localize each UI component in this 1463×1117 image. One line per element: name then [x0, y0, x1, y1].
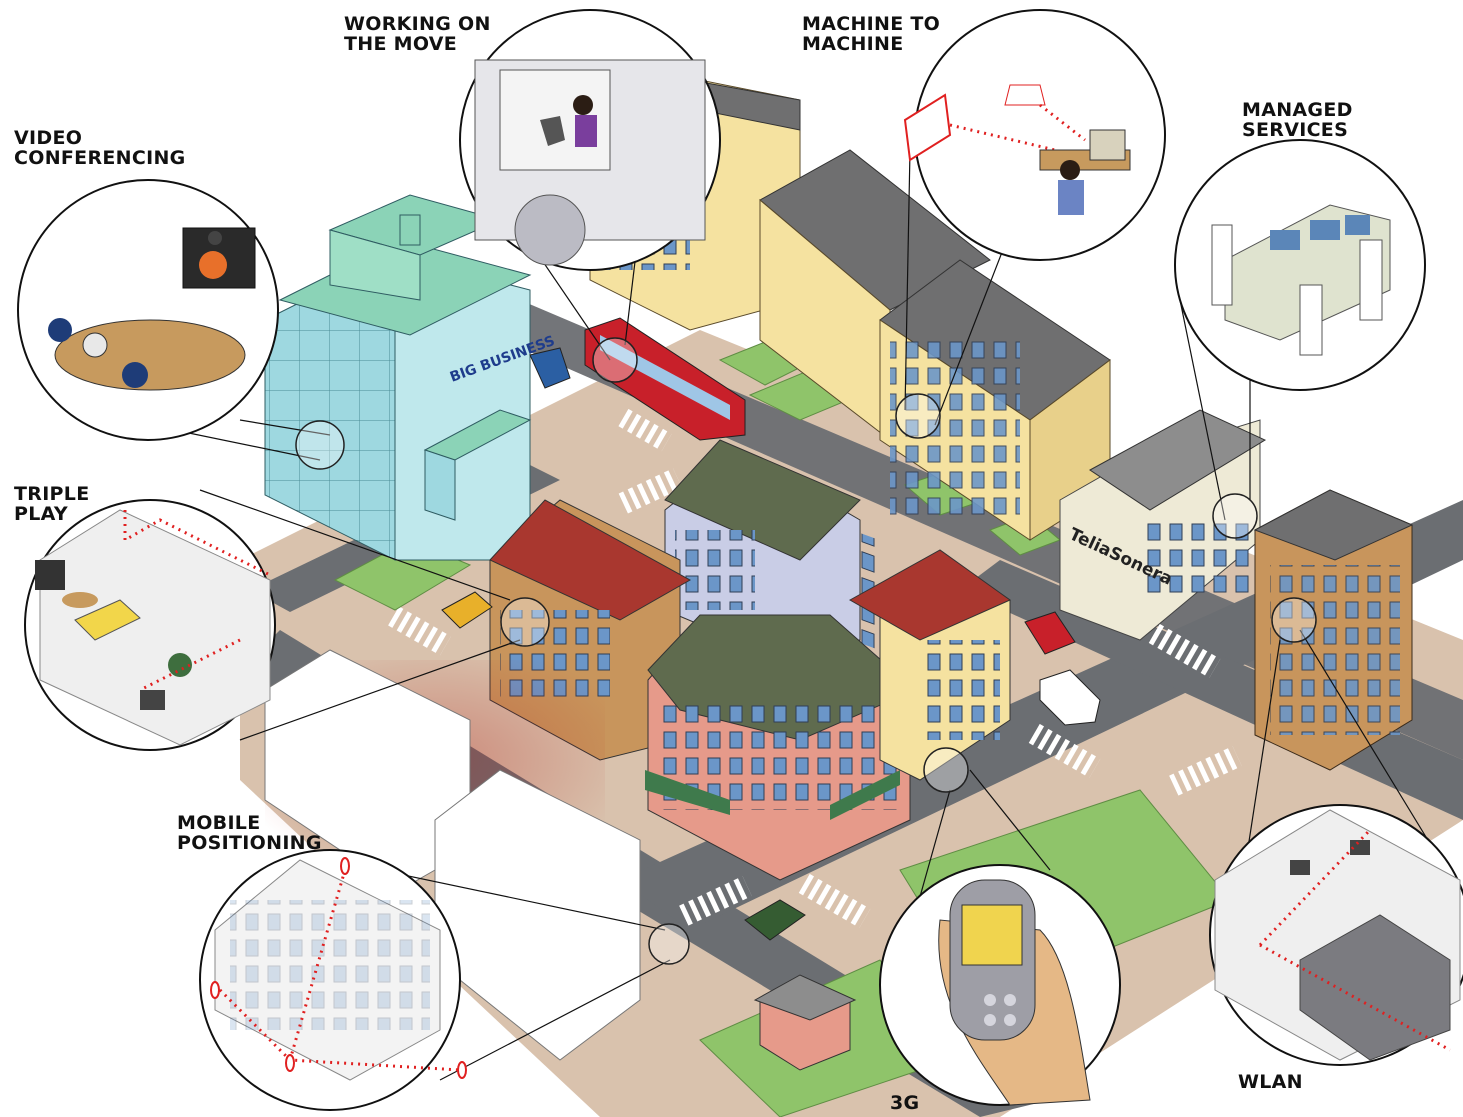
- location-pin-icon: [457, 1061, 467, 1079]
- red-roof-building-right: [848, 549, 1012, 781]
- callout-video-conferencing: [17, 179, 279, 441]
- bus-icon: [584, 317, 746, 441]
- laptop-icon: [540, 116, 565, 146]
- label-wlan: WLAN: [1238, 1071, 1303, 1093]
- monitor-icon: [1089, 129, 1126, 161]
- callout-triple-play: [24, 499, 276, 751]
- taxi-icon: [441, 591, 493, 629]
- car-icon: [529, 347, 571, 389]
- monitor-icon: [1290, 860, 1310, 875]
- location-pin-icon: [340, 857, 350, 875]
- sofa-icon: [74, 599, 141, 641]
- lamp-icon: [1004, 84, 1046, 106]
- location-pin-icon: [210, 981, 220, 999]
- brown-tower: [1253, 489, 1414, 771]
- teliasonera-building: TeliaSonera: [1059, 409, 1267, 641]
- location-pin-icon: [285, 1054, 295, 1072]
- callout-wlan: [1209, 804, 1463, 1066]
- monitor-icon: [1350, 840, 1370, 855]
- sketch-buildings: [264, 649, 641, 1061]
- camera-icon: [208, 231, 222, 245]
- glass-office-building: BIG BUSINESS: [264, 194, 557, 561]
- callout-working-on-the-move: [459, 9, 721, 271]
- callout-mobile-positioning: [199, 849, 467, 1111]
- vehicles: [441, 317, 1101, 941]
- callout-managed-services: [1174, 139, 1426, 391]
- car-icon: [1024, 611, 1076, 655]
- callout-3g: [879, 864, 1121, 1106]
- monitor-icon: [140, 690, 165, 710]
- label-3g: 3G: [890, 1092, 920, 1114]
- callout-target-circles: [295, 337, 1317, 965]
- lavender-building: [664, 439, 861, 651]
- jeep-icon: [744, 899, 806, 941]
- plant-icon: [168, 653, 192, 677]
- kiosk: [753, 974, 857, 1071]
- tv-icon: [35, 560, 65, 590]
- pink-corner-building: [645, 614, 916, 881]
- callout-machine-to-machine: [903, 9, 1166, 261]
- van-icon: [1039, 669, 1101, 726]
